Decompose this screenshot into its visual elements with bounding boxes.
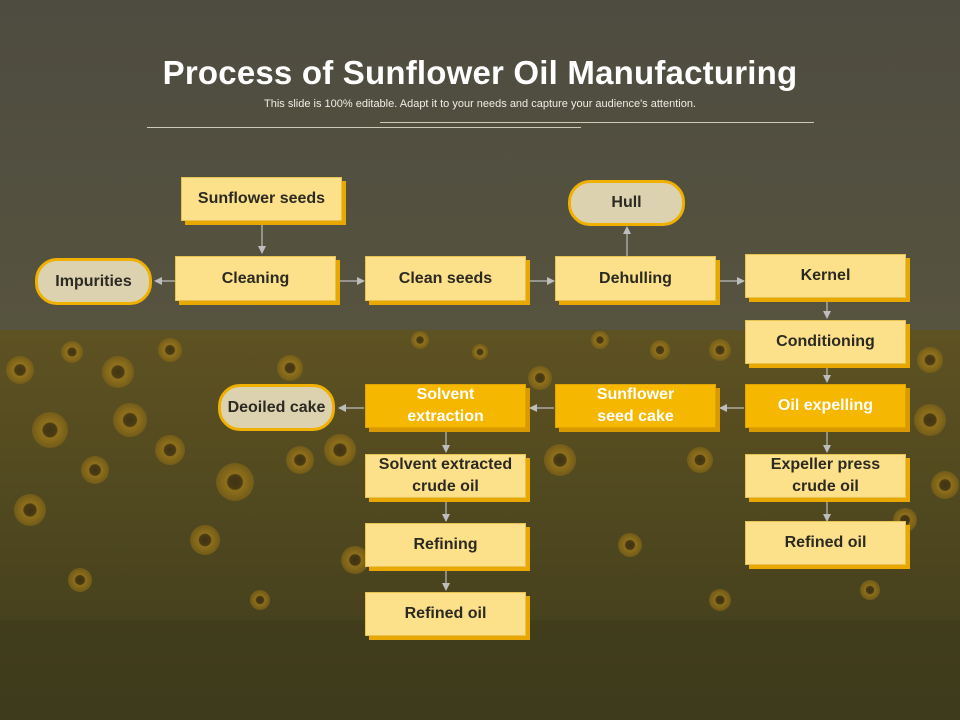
- node-label: Hull: [611, 194, 642, 211]
- node-label: Deoiled cake: [227, 398, 326, 416]
- node-sunflower-seed-cake: Sunflower seed cake: [555, 384, 716, 428]
- node-refining: Refining: [365, 523, 526, 567]
- node-label: Clean seeds: [398, 269, 493, 287]
- node-label: Solvent extracted crude oil: [378, 456, 513, 495]
- node-label: Kernel: [800, 267, 851, 284]
- node-hull: Hull: [568, 180, 685, 226]
- node-refined-oil-left: Refined oil: [365, 592, 526, 636]
- node-sunflower-seeds: Sunflower seeds: [181, 177, 342, 221]
- node-label: Expeller press crude oil: [770, 456, 881, 495]
- title-divider-left: [147, 127, 581, 128]
- node-label: Cleaning: [221, 269, 290, 287]
- node-conditioning: Conditioning: [745, 320, 906, 364]
- node-solvent-extracted-crude-oil: Solvent extracted crude oil: [365, 454, 526, 498]
- node-label: Refined oil: [784, 534, 867, 551]
- node-label: Sunflower seed cake: [596, 386, 675, 425]
- node-deoiled-cake: Deoiled cake: [218, 384, 335, 431]
- title-divider-right: [380, 122, 814, 123]
- node-label: Solvent extraction: [407, 386, 484, 425]
- node-label: Impurities: [55, 272, 132, 290]
- node-label: Refining: [413, 536, 478, 553]
- node-label: Dehulling: [599, 269, 672, 287]
- node-label: Sunflower seeds: [197, 190, 326, 207]
- node-label: Oil expelling: [777, 397, 874, 414]
- node-oil-expelling: Oil expelling: [745, 384, 906, 428]
- node-cleaning: Cleaning: [175, 256, 336, 301]
- node-label: Refined oil: [404, 605, 487, 622]
- node-refined-oil-right: Refined oil: [745, 521, 906, 565]
- slide-subtitle: This slide is 100% editable. Adapt it to…: [264, 98, 696, 110]
- node-expeller-press-crude-oil: Expeller press crude oil: [745, 454, 906, 498]
- node-solvent-extraction: Solvent extraction: [365, 384, 526, 428]
- node-clean-seeds: Clean seeds: [365, 256, 526, 301]
- node-label: Conditioning: [776, 333, 875, 350]
- node-kernel: Kernel: [745, 254, 906, 298]
- node-impurities: Impurities: [35, 258, 152, 305]
- node-dehulling: Dehulling: [555, 256, 716, 301]
- slide-title: Process of Sunflower Oil Manufacturing: [162, 54, 798, 91]
